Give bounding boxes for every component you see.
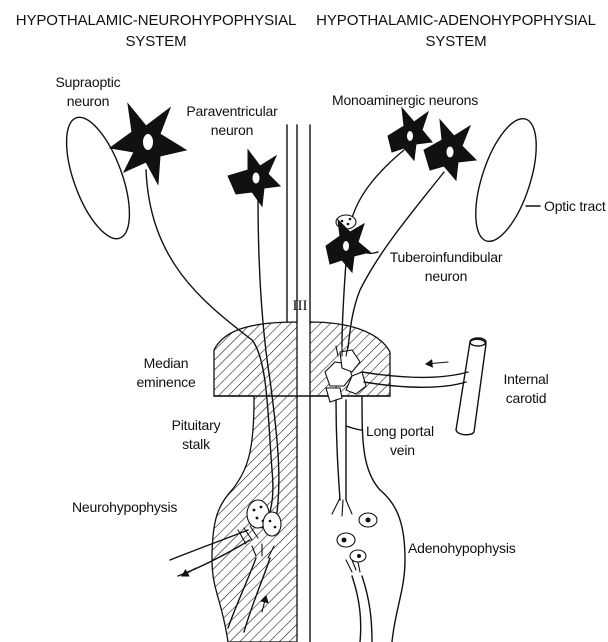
label-internal-carotid: Internal carotid xyxy=(503,371,548,406)
median-eminence-left xyxy=(212,322,297,642)
header-left: HYPOTHALAMIC-NEUROHYPOPHYSIAL SYSTEM xyxy=(16,12,297,50)
label-long-portal-vein: Long portal vein xyxy=(366,423,434,458)
svg-text:neuron: neuron xyxy=(425,268,467,284)
long-portal-vein xyxy=(336,400,340,500)
label-third-ventricle: III xyxy=(293,298,308,314)
long-portal-vein-pointer xyxy=(346,426,362,430)
optic-tract-right xyxy=(463,112,548,249)
svg-text:neuron: neuron xyxy=(211,122,253,138)
internal-carotid-vessel xyxy=(456,339,486,435)
tuberoinfundibular-nucleus xyxy=(343,241,349,251)
label-paraventricular: Paraventricular neuron xyxy=(186,103,278,138)
label-optic-tract: Optic tract xyxy=(544,198,606,214)
label-neurohypophysis: Neurohypophysis xyxy=(72,499,177,515)
adenohypophysis-cells xyxy=(337,513,377,562)
svg-text:eminence: eminence xyxy=(136,374,196,390)
svg-text:stalk: stalk xyxy=(182,436,211,452)
label-median-eminence: Median eminence xyxy=(136,355,196,390)
svg-text:Paraventricular: Paraventricular xyxy=(186,103,278,119)
svg-text:neuron: neuron xyxy=(67,93,109,109)
label-supraoptic: Supraoptic neuron xyxy=(56,74,121,109)
svg-text:carotid: carotid xyxy=(506,390,547,406)
header-right: HYPOTHALAMIC-ADENOHYPOPHYSIAL SYSTEM xyxy=(316,12,596,50)
header-left-line1: HYPOTHALAMIC-NEUROHYPOPHYSIAL xyxy=(16,12,297,29)
label-tuberoinfundibular: Tuberoinfundibular neuron xyxy=(390,249,503,284)
monoaminergic-nucleus-2 xyxy=(447,147,454,158)
label-pituitary-stalk: Pituitary stalk xyxy=(172,417,221,452)
monoaminergic-axon-1 xyxy=(352,150,404,218)
optic-tract-left xyxy=(54,110,143,247)
monoaminergic-nucleus-1 xyxy=(407,131,413,141)
svg-text:Supraoptic: Supraoptic xyxy=(56,74,121,90)
svg-text:vein: vein xyxy=(390,442,415,458)
svg-text:Median: Median xyxy=(144,355,189,371)
label-adenohypophysis: Adenohypophysis xyxy=(408,540,516,556)
supraoptic-nucleus xyxy=(143,134,153,150)
svg-text:Pituitary: Pituitary xyxy=(172,417,221,433)
svg-text:Long portal: Long portal xyxy=(366,423,434,439)
carotid-flow-arrow xyxy=(426,362,448,364)
svg-text:Tuberoinfundibular: Tuberoinfundibular xyxy=(390,249,503,265)
adenohypophysis-vessels xyxy=(346,560,372,642)
svg-text:Internal: Internal xyxy=(503,371,548,387)
label-monoaminergic: Monoaminergic neurons xyxy=(332,92,478,108)
header-left-line2: SYSTEM xyxy=(125,33,186,50)
header-right-line2: SYSTEM xyxy=(425,33,486,50)
paraventricular-nucleus xyxy=(253,173,260,184)
header-right-line1: HYPOTHALAMIC-ADENOHYPOPHYSIAL xyxy=(316,12,596,29)
